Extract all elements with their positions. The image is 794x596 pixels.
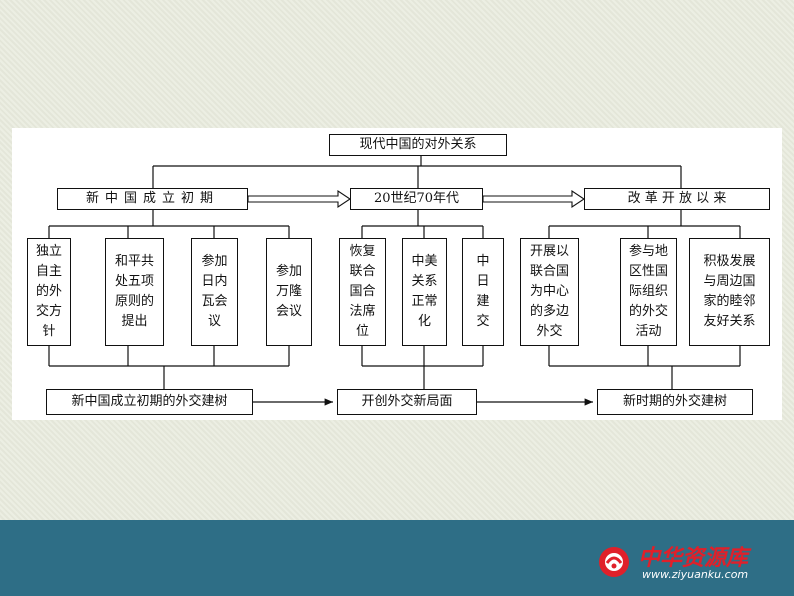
summary-new-era: 新时期的外交建树 xyxy=(597,389,753,415)
event-un-seat: 恢复 联合 国合 法席 位 xyxy=(339,238,386,346)
root-node: 现代中国的对外关系 xyxy=(329,134,507,156)
site-logo: 中华资源库 www.ziyuanku.com xyxy=(596,538,786,588)
period-reform: 改 革 开 放 以 来 xyxy=(584,188,770,210)
event-sino-japan-relations: 中 日 建 交 xyxy=(462,238,504,346)
event-regional-organizations: 参与地 区性国 际组织 的外交 活动 xyxy=(620,238,677,346)
event-five-principles: 和平共 处五项 原则的 提出 xyxy=(105,238,164,346)
event-geneva-conference: 参加 日内 瓦会 议 xyxy=(191,238,238,346)
summary-new-situation: 开创外交新局面 xyxy=(337,389,477,415)
logo-url: www.ziyuanku.com xyxy=(642,568,749,581)
event-independent-diplomacy: 独立 自主 的外 交方 针 xyxy=(27,238,71,346)
period-founding: 新中国成立初期 xyxy=(57,188,248,210)
footer-band xyxy=(0,520,794,596)
event-neighbor-relations: 积极发展 与周边国 家的睦邻 友好关系 xyxy=(689,238,770,346)
logo-icon xyxy=(599,547,629,577)
summary-founding: 新中国成立初期的外交建树 xyxy=(46,389,253,415)
event-multilateral-diplomacy: 开展以 联合国 为中心 的多边 外交 xyxy=(520,238,579,346)
logo-text: 中华资源库 xyxy=(638,546,749,571)
period-1970s: 20世纪70年代 xyxy=(350,188,483,210)
event-sino-us-normalization: 中美 关系 正常 化 xyxy=(402,238,447,346)
event-bandung-conference: 参加 万隆 会议 xyxy=(266,238,312,346)
